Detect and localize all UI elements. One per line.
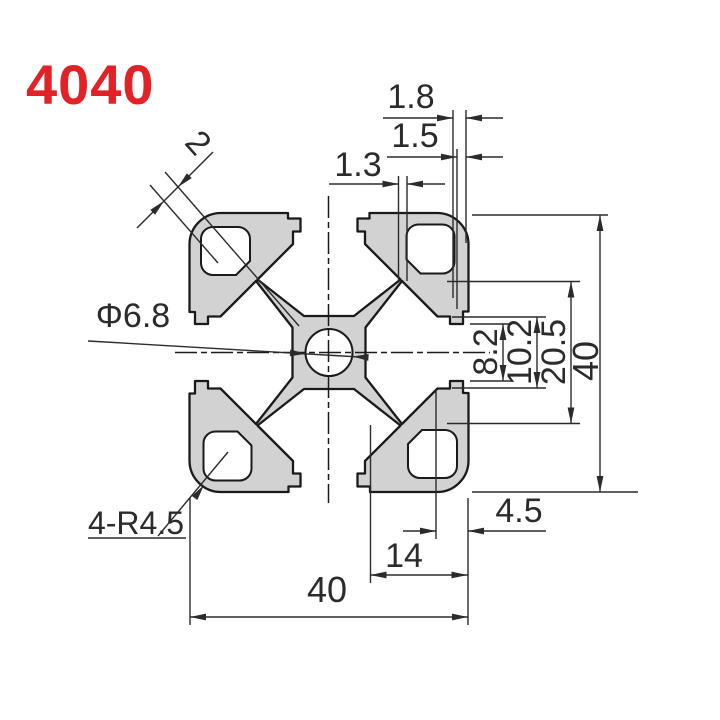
dim-label-slot-under-lip: 10.2	[501, 318, 539, 386]
dim-label-center-hole: Φ6.8	[95, 297, 171, 335]
dim-label-width: 40	[306, 569, 348, 610]
dim-label-corner-radius: 4-R4.5	[87, 505, 185, 541]
dim-label-web-wall: 1.3	[334, 146, 382, 184]
dim-label-slot-opening: 8.2	[467, 328, 505, 376]
profile-series-label: 4040	[26, 53, 155, 116]
dim-label-slot-depth: 14	[385, 537, 423, 575]
dim-label-outer-wall: 1.8	[387, 78, 435, 116]
dim-label-height: 40	[565, 340, 606, 382]
dim-label-slot-lip-depth: 4.5	[495, 492, 543, 530]
dim-label-cavity-wall: 1.5	[391, 117, 439, 155]
